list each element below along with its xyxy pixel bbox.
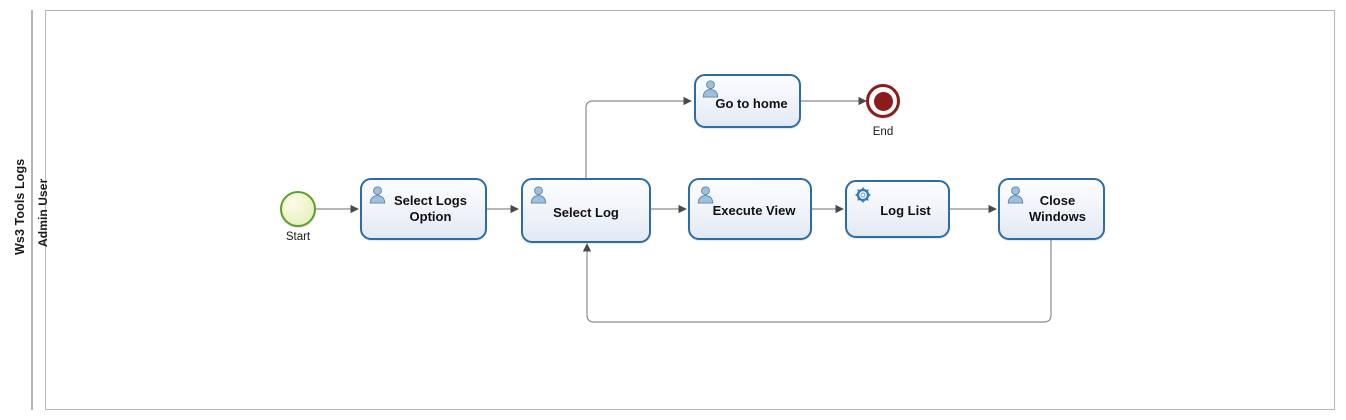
end-event[interactable] (866, 84, 900, 118)
task-select-logs-option[interactable]: Select Logs Option (360, 178, 487, 240)
task-label: Log List (880, 203, 931, 219)
service-task-icon (854, 186, 872, 204)
user-task-icon (702, 80, 719, 98)
user-task-icon (1007, 186, 1024, 204)
task-label: Close Windows (1029, 193, 1086, 224)
task-log-list[interactable]: Log List (845, 180, 950, 238)
end-event-label: End (872, 126, 894, 138)
pool-title: Ws3 Tools Logs (13, 158, 27, 255)
pool-ws3-tools-logs (10, 10, 1335, 410)
user-task-icon (697, 186, 714, 204)
pool-header-band (10, 10, 33, 410)
task-label: Select Log (553, 204, 619, 220)
start-event[interactable] (280, 191, 316, 227)
task-label: Execute View (712, 203, 796, 219)
user-task-icon (369, 186, 386, 204)
start-event-label: Start (285, 231, 311, 243)
task-select-log[interactable]: Select Log (521, 178, 651, 243)
task-close-windows[interactable]: Close Windows (998, 178, 1105, 240)
lane-title: Admin User (36, 178, 50, 247)
task-execute-view[interactable]: Execute View (688, 178, 812, 240)
task-label: Go to home (715, 96, 788, 111)
task-go-to-home[interactable]: Go to home (694, 74, 801, 128)
lane-header-band (33, 10, 46, 410)
task-label: Select Logs Option (394, 193, 467, 224)
user-task-icon (530, 186, 547, 204)
